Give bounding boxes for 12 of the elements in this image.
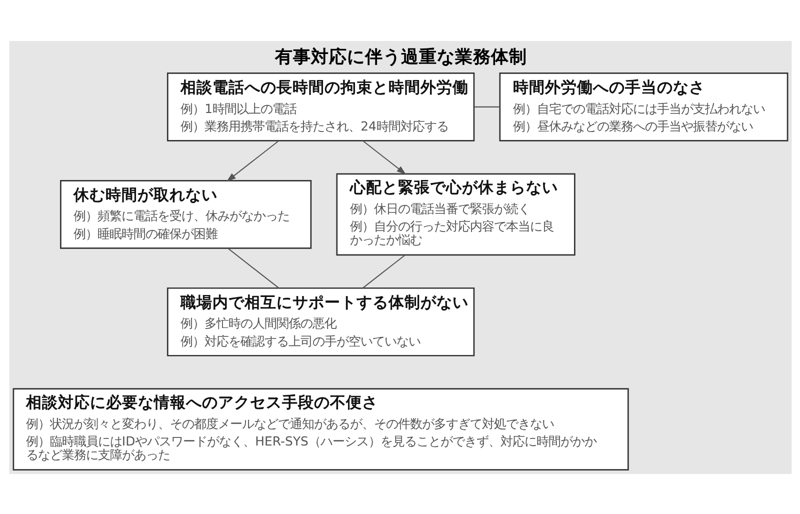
arrow bbox=[362, 140, 406, 174]
node-box: 休む時間が取れない 例）頻繁に電話を受け、休みがなかった 例）睡眠時間の確保が困難 bbox=[60, 179, 312, 248]
arrow bbox=[226, 140, 279, 182]
node-box: 心配と緊張で心が休まらない 例）休日の電話当番で緊張が続く 例）自分の行った対応内容で本当に良かったか悩む bbox=[336, 172, 575, 256]
connector bbox=[362, 254, 405, 288]
connector bbox=[226, 247, 279, 288]
diagram-title: 有事対応に伴う過重な業務体制 bbox=[274, 46, 526, 67]
node-box: 時間外労働への手当のなさ 例）自宅での電話対応には手当が支払われない 例）昼休みなどの業務への手当や振替がない bbox=[498, 72, 788, 141]
node-box: 相談対応に必要な情報へのアクセス手段の不便さ 例）状況が刻々と変わり、その都度メールなどで通知があるが、その件数が多すぎて対処できない 例）臨時職員にはIDやパスワードがなく、HER-SYS（ハーシス）を見ることができず、対応に時間がかかるなど業務に支障があった bbox=[12, 388, 628, 470]
node-box: 相談電話への長時間の拘束と時間外労働 例）1時間以上の電話 例）業務用携帯電話を持たされ、24時間対応する bbox=[166, 72, 474, 141]
node-box: 職場内で相互にサポートする体制がない 例）多忙時の人間関係の悪化 例）対応を確認する上司の手が空いていない bbox=[166, 286, 474, 356]
connector bbox=[474, 106, 500, 107]
